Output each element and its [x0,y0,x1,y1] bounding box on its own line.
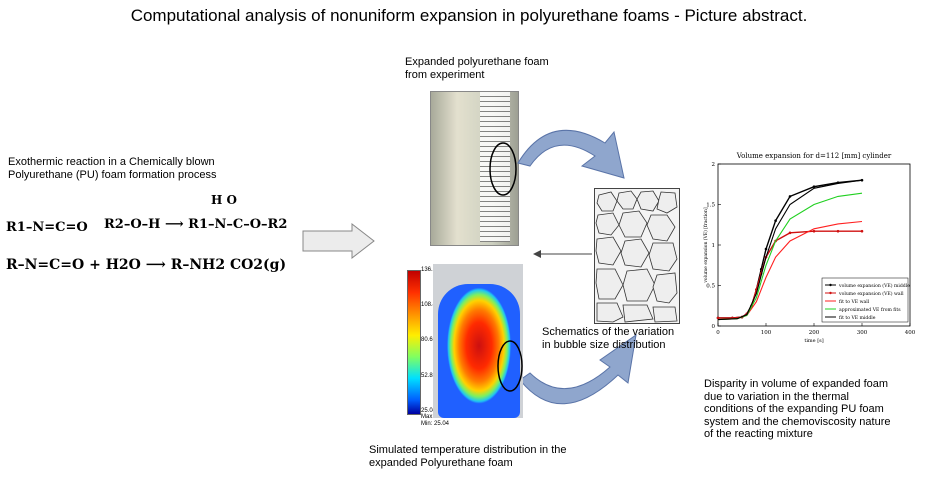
reaction-caption-line1: Exothermic reaction in a Chemically blow… [8,156,215,168]
series-point-1 [788,231,792,235]
photo-highlight-ellipse [489,142,517,196]
y-tick-label: 1 [712,243,716,249]
series-point-0 [860,178,864,182]
volume-expansion-chart: Volume expansion for d=112 [mm] cylinder… [702,152,916,344]
bubble-cells [595,190,678,323]
disparity-line3: conditions of the expanding PU foam [704,403,884,415]
legend-label-2: fit to VE wall [839,299,870,305]
photo-caption: Expanded polyurethane foam from experime… [405,56,549,82]
disparity-text: Disparity in volume of expanded foam due… [704,378,890,441]
temperature-colorbar [407,270,421,415]
equation-1-left: R1–N=C=O [6,220,88,235]
y-tick-label: 1.5 [706,203,715,209]
x-tick-label: 100 [761,330,772,336]
bubble-caption-line1: Schematics of the variation [542,326,675,338]
equation-1-right: R2–O–H ⟶ R1–N–C–O–R2 [104,217,288,232]
y-tick-label: 0.5 [706,284,715,290]
simulation-caption-line1: Simulated temperature distribution in th… [369,444,567,456]
reaction-caption: Exothermic reaction in a Chemically blow… [8,156,216,182]
equation-1-top: H O [211,193,237,207]
series-point-0 [812,185,816,188]
series-line-4 [717,179,863,321]
legend-marker-0 [829,283,832,287]
bubble-caption-line2: in bubble size distribution [542,339,666,351]
x-tick-label: 300 [857,330,868,336]
x-tick-label: 200 [809,330,820,336]
legend-label-3: approximated VE from fits [839,307,901,313]
x-tick-label: 400 [905,330,916,336]
series-point-0 [774,219,777,222]
series-point-0 [788,195,792,198]
x-tick-label: 0 [716,330,720,336]
bubble-caption: Schematics of the variation in bubble si… [542,326,674,352]
photo-caption-line1: Expanded polyurethane foam [405,56,549,68]
curved-arrow-bottom [519,333,637,405]
curved-arrow-top [517,129,625,179]
page-title: Computational analysis of nonuniform exp… [130,6,808,25]
colorbar-tick: 52.83 [421,373,437,379]
colorbar-tick: 80.61 [421,337,437,343]
legend-label-4: fit to VE middle [839,315,876,321]
series-point-0 [764,247,768,251]
disparity-line4: system and the chemoviscosity nature [704,415,891,428]
colorbar-min: Min: 25.04 [421,421,450,427]
disparity-line5: of the reacting mixture [704,428,813,440]
photo-caption-line2: from experiment [405,69,485,81]
colorbar-tick: 25.04 [421,408,437,414]
equation-2: R–N=C=O + H2O ⟶ R–NH2 CO2(g) [6,257,287,273]
legend-marker-1 [829,291,832,295]
bubble-schematic [594,188,680,324]
simulation-caption: Simulated temperature distribution in th… [369,444,567,470]
legend-label-1: volume expansion (VE) wall [838,290,904,297]
series-point-1 [716,316,720,320]
legend-box [821,277,909,323]
series-point-1 [812,229,816,233]
simulation-caption-line2: expanded Polyurethane foam [369,457,513,469]
reaction-caption-line2: Polyurethane (PU) foam formation process [8,169,217,181]
simulated-temperature-field [438,284,520,418]
simulation-highlight-ellipse [497,340,523,392]
colorbar-tick: 108.4 [421,302,437,308]
disparity-line1: Disparity in volume of expanded foam [704,378,889,390]
chart-title: Volume expansion for d=112 [mm] cylinder [736,152,892,160]
y-axis-label: volume expansion (VE) [fraction] [702,207,709,284]
disparity-line2: due to variation in the thermal [704,390,849,403]
legend-label-0: volume expansion (VE) middle [838,282,910,289]
photo-ruler [480,92,510,242]
series-point-1 [836,229,840,233]
x-axis-label: time [s] [804,338,823,344]
process-arrow [302,223,375,259]
colorbar-tick: 136.2 [421,267,437,273]
series-point-1 [860,229,864,233]
y-tick-label: 0 [712,324,716,330]
y-tick-label: 2 [712,162,716,168]
small-arrow-left [533,250,592,258]
